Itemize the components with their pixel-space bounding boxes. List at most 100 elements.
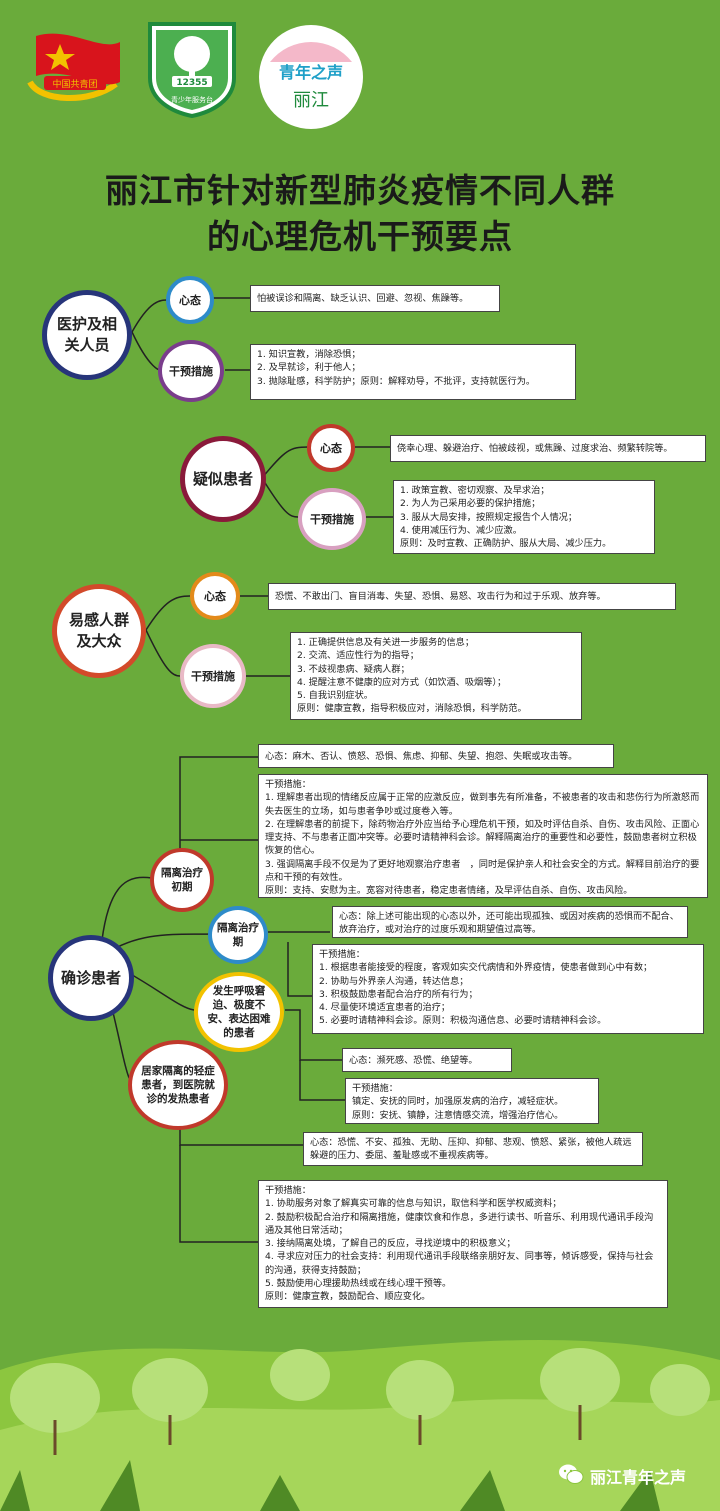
confirmed-home-action-line: 2. 鼓励积极配合治疗和隔离措施，健康饮食和作息，多进行读书、听音乐、利用现代通… <box>265 1211 654 1236</box>
youth-league-emblem-icon: 中国共青团 <box>27 33 120 102</box>
group-confirmed-node: 确诊患者 <box>48 935 134 1021</box>
confirmed-period-action-line: 1. 根据患者能接受的程度，客观如实交代病情和外界疫情，使患者做到心中有数； <box>319 962 653 974</box>
suspected-action-line: 2. 为人为己采用必要的保护措施； <box>400 498 541 510</box>
group-susceptible-label: 易感人群及大众 <box>68 611 129 650</box>
medical-mind-box: 怕被误诊和隔离、缺乏认识、回避、忽视、焦躁等。 <box>250 285 500 312</box>
youth-league-text: 中国共青团 <box>52 78 97 90</box>
confirmed-early-action-line: 2. 在理解患者的前提下，除药物治疗外应当给予心理危机干预，如及时评估自杀、自伤… <box>265 818 700 857</box>
confirmed-early-action-line: 原则：支持、安慰为主。宽容对待患者，稳定患者情绪，及早评估自杀、自伤、攻击风险。 <box>265 885 633 897</box>
confirmed-severe-action-line: 镇定、安抚的同时，加强原发病的治疗，减轻症状。 <box>352 1096 564 1108</box>
suspected-action-label: 干预措施 <box>310 512 354 526</box>
confirmed-early-action-line: 1. 理解患者出现的情绪反应属于正常的应激反应，做到事先有所准备，不被患者的攻击… <box>265 792 700 817</box>
confirmed-home-mind-text: 心态：恐慌、不安、孤独、无助、压抑、抑郁、悲观、愤怒、紧张，被他人疏远躲避的压力… <box>310 1137 632 1162</box>
susceptible-action-line: 3. 不歧视患病、疑病人群； <box>297 663 410 675</box>
suspected-mind-node: 心态 <box>307 424 355 472</box>
hotline-org-text: 青少年服务台 <box>171 95 213 104</box>
hotline-12355-logo: 12355 青少年服务台 <box>142 18 242 118</box>
confirmed-early-action-line: 干预措施： <box>265 779 311 790</box>
susceptible-action-line: 4. 提醒注意不健康的应对方式（如饮酒、吸烟等）； <box>297 676 507 688</box>
suspected-mind-text: 侥幸心理、躲避治疗、怕被歧视，或焦躁、过度求治、频繁转院等。 <box>397 443 673 454</box>
suspected-mind-label: 心态 <box>320 441 342 455</box>
susceptible-action-line: 5. 自我识别症状。 <box>297 690 373 702</box>
group-confirmed-label: 确诊患者 <box>60 968 121 987</box>
suspected-action-line: 3. 服从大局安排，按照规定报告个人情况； <box>400 511 578 523</box>
bush-icon <box>10 1348 710 1433</box>
confirmed-early-action-box: 干预措施： 1. 理解患者出现的情绪反应属于正常的应激反应，做到事先有所准备，不… <box>258 774 708 898</box>
susceptible-action-line: 原则：健康宣教，指导积极应对，消除恐惧，科学防范。 <box>297 703 527 715</box>
confirmed-severe-action-line: 原则：安抚、镇静，注意情感交流，增强治疗信心。 <box>352 1109 564 1121</box>
confirmed-period-label: 隔离治疗期 <box>217 922 259 948</box>
confirmed-period-action-line: 2. 协助与外界亲人沟通，转达信息； <box>319 975 469 987</box>
landscape-illustration <box>0 1340 720 1511</box>
group-medical-node: 医护及相关人员 <box>42 290 132 380</box>
confirmed-home-node: 居家隔离的轻症患者，到医院就诊的发热患者 <box>128 1040 228 1130</box>
medical-action-line: 2. 及早就诊，利于他人； <box>257 362 361 374</box>
youth-voice-title-text: 青年之声 <box>279 63 343 82</box>
susceptible-action-line: 1. 正确提供信息及有关进一步服务的信息； <box>297 637 475 648</box>
susceptible-action-line: 2. 交流、适应性行为的指导； <box>297 650 419 662</box>
confirmed-period-action-box: 干预措施： 1. 根据患者能接受的程度，客观如实交代病情和外界疫情，使患者做到心… <box>312 944 704 1034</box>
medical-mind-text: 怕被误诊和隔离、缺乏认识、回避、忽视、焦躁等。 <box>257 293 469 304</box>
tree-trunk-icon <box>53 1405 582 1455</box>
confirmed-home-action-line: 3. 接纳隔离处境，了解自己的反应，寻找逆境中的积极意义； <box>265 1238 516 1250</box>
medical-action-box: 1. 知识宣教，消除恐惧； 2. 及早就诊，利于他人； 3. 抛除耻感，科学防护… <box>250 344 576 400</box>
susceptible-action-node: 干预措施 <box>180 644 246 708</box>
confirmed-period-mind-text: 心态：除上述可能出现的心态以外，还可能出现孤独、或因对疾病的恐惧而不配合、放弃治… <box>339 911 679 936</box>
confirmed-early-node: 隔离治疗初期 <box>150 848 214 912</box>
confirmed-home-action-line: 5. 鼓励使用心理援助热线或在线心理干预等。 <box>265 1278 452 1290</box>
confirmed-home-label: 居家隔离的轻症患者，到医院就诊的发热患者 <box>141 1065 215 1105</box>
youth-voice-logo: 青年之声 丽江 <box>256 22 366 132</box>
suspected-action-line: 4. 使用减压行为、减少应激。 <box>400 524 522 536</box>
suspected-action-box: 1. 政策宣教、密切观察、及早求治； 2. 为人为己采用必要的保护措施； 3. … <box>393 480 655 554</box>
wechat-icon <box>558 1463 584 1485</box>
group-suspected-label: 疑似患者 <box>192 469 253 488</box>
confirmed-period-action-line: 5. 必要时请精神科会诊。原则：积极沟通信息、必要时请精神科会诊。 <box>319 1015 607 1027</box>
confirmed-home-action-line: 1. 协助服务对象了解真实可靠的信息与知识，取信科学和医学权威资料； <box>265 1198 562 1210</box>
hotline-number-text: 12355 <box>176 78 207 88</box>
confirmed-severe-label: 发生呼吸窘迫、极度不安、表达困难的患者 <box>207 985 271 1039</box>
footer-account-name[interactable]: 丽江青年之声 <box>590 1468 687 1487</box>
confirmed-period-action-line: 4. 尽量使环境适宜患者的治疗； <box>319 1002 451 1014</box>
group-medical-label: 医护及相关人员 <box>56 315 117 354</box>
confirmed-early-label: 隔离治疗初期 <box>161 867 203 893</box>
page-title-line2: 的心理危机干预要点 <box>207 217 513 256</box>
confirmed-early-action-line: 3. 强调隔离手段不仅是为了更好地观察治疗患者 ，同时是保护亲人和社会安全的方式… <box>265 858 700 884</box>
medical-mind-node: 心态 <box>166 276 214 324</box>
confirmed-severe-action-line: 干预措施： <box>352 1083 398 1094</box>
susceptible-action-label: 干预措施 <box>191 669 235 683</box>
confirmed-home-action-box: 干预措施： 1. 协助服务对象了解真实可靠的信息与知识，取信科学和医学权威资料；… <box>258 1180 668 1308</box>
confirmed-early-mind-text: 心态：麻木、否认、愤怒、恐惧、焦虑、抑郁、失望、抱怨、失眠或攻击等。 <box>265 751 578 762</box>
confirmed-severe-mind-box: 心态：濒死感、恐慌、绝望等。 <box>342 1048 512 1072</box>
medical-mind-label: 心态 <box>179 293 201 307</box>
page-title-line1: 丽江市针对新型肺炎疫情不同人群 <box>105 171 615 210</box>
confirmed-severe-node: 发生呼吸窘迫、极度不安、表达困难的患者 <box>194 972 284 1052</box>
confirmed-home-action-line: 4. 寻求应对压力的社会支持：利用现代通讯手段联络亲朋好友、同事等，倾诉感受，保… <box>265 1251 654 1276</box>
suspected-action-line: 1. 政策宣教、密切观察、及早求治； <box>400 485 550 496</box>
tree-badge-icon: 12355 青少年服务台 <box>148 22 236 118</box>
susceptible-mind-node: 心态 <box>190 572 240 620</box>
susceptible-mind-text: 恐慌、不敢出门、盲目消毒、失望、恐惧、易怒、攻击行为和过于乐观、放弃等。 <box>275 591 606 602</box>
group-suspected-node: 疑似患者 <box>180 436 266 522</box>
confirmed-severe-mind-text: 心态：濒死感、恐慌、绝望等。 <box>349 1055 478 1066</box>
suspected-mind-box: 侥幸心理、躲避治疗、怕被歧视，或焦躁、过度求治、频繁转院等。 <box>390 435 706 462</box>
susceptible-mind-box: 恐慌、不敢出门、盲目消毒、失望、恐惧、易怒、攻击行为和过于乐观、放弃等。 <box>268 583 676 610</box>
susceptible-action-box: 1. 正确提供信息及有关进一步服务的信息； 2. 交流、适应性行为的指导； 3.… <box>290 632 582 720</box>
confirmed-home-action-line: 干预措施： <box>265 1185 311 1196</box>
medical-action-line: 1. 知识宣教，消除恐惧； <box>257 349 361 360</box>
confirmed-early-mind-box: 心态：麻木、否认、愤怒、恐惧、焦虑、抑郁、失望、抱怨、失眠或攻击等。 <box>258 744 614 768</box>
confirmed-period-action-line: 3. 积极鼓励患者配合治疗的所有行为； <box>319 988 478 1000</box>
suspected-action-node: 干预措施 <box>298 488 366 550</box>
confirmed-home-action-line: 原则：健康宣教，鼓励配合、顺应变化。 <box>265 1291 431 1303</box>
youth-league-logo: 中国共青团 <box>20 22 128 110</box>
youth-voice-city-text: 丽江 <box>293 90 329 111</box>
medical-action-node: 干预措施 <box>158 340 224 402</box>
medical-action-line: 3. 抛除耻感，科学防护；原则：解释劝导，不批评，支持就医行为。 <box>257 375 536 387</box>
confirmed-period-node: 隔离治疗期 <box>208 906 268 964</box>
group-susceptible-node: 易感人群及大众 <box>52 584 146 678</box>
confirmed-period-action-line: 干预措施： <box>319 949 365 960</box>
susceptible-mind-label: 心态 <box>204 589 226 603</box>
confirmed-home-mind-box: 心态：恐慌、不安、孤独、无助、压抑、抑郁、悲观、愤怒、紧张，被他人疏远躲避的压力… <box>303 1132 643 1166</box>
confirmed-period-mind-box: 心态：除上述可能出现的心态以外，还可能出现孤独、或因对疾病的恐惧而不配合、放弃治… <box>332 906 688 938</box>
youth-voice-circle-icon: 青年之声 丽江 <box>259 25 363 129</box>
